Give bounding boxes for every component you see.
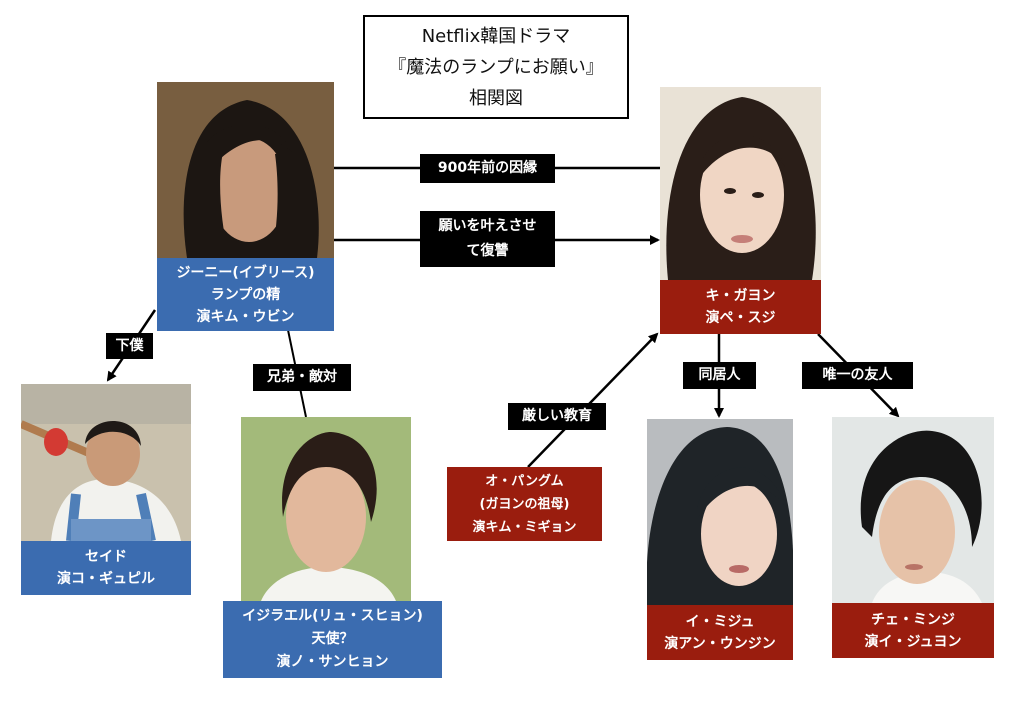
panggum-caption: オ・パングム (ガヨンの祖母) 演キム・ミギョン	[447, 467, 602, 541]
character-card-izrael: イジラエル(リュ・スヒョン) 天使？ 演ノ・サンヒョン	[223, 417, 442, 678]
relation-label-friend: 唯一の友人	[802, 362, 913, 389]
relation-label-education: 厳しい教育	[508, 403, 606, 430]
seid-name: セイド	[85, 549, 127, 565]
seid-photo	[21, 384, 191, 541]
miju-actor: 演アン・ウンジン	[664, 635, 776, 652]
genie-photo	[157, 82, 334, 258]
relation-label-servant: 下僕	[106, 333, 153, 359]
line-education-arrow	[527, 332, 659, 468]
character-card-genie: ジーニー(イブリース) ランプの精 演キム・ウビン	[157, 82, 334, 331]
relation-label-brothers: 兄弟・敵対	[253, 364, 351, 391]
izrael-photo	[241, 417, 411, 601]
izrael-actor: 演ノ・サンヒョン	[276, 654, 389, 670]
panggum-role: (ガヨンの祖母)	[479, 496, 570, 512]
gayoung-caption: キ・ガヨン 演ペ・スジ	[660, 280, 821, 334]
character-card-seid: セイド 演コ・ギュピル	[21, 384, 191, 595]
izrael-name: イジラエル(リュ・スヒョン)	[242, 608, 423, 624]
gayoung-name: キ・ガヨン	[705, 288, 776, 304]
panggum-actor: 演キム・ミギョン	[472, 519, 577, 535]
diagram-title: Netflix韓国ドラマ 『魔法のランプにお願い』 相関図	[363, 15, 629, 119]
genie-name: ジーニー(イブリース)	[176, 264, 315, 281]
title-line-2: 『魔法のランプにお願い』	[388, 56, 604, 78]
title-line-1: Netflix韓国ドラマ	[421, 25, 571, 47]
genie-caption: ジーニー(イブリース) ランプの精 演キム・ウビン	[157, 258, 334, 331]
izrael-role: 天使？	[311, 631, 354, 647]
minji-photo	[832, 417, 994, 603]
character-card-panggum: オ・パングム (ガヨンの祖母) 演キム・ミギョン	[447, 467, 602, 541]
relation-label-revenge: 願いを叶えさせ て復讐	[420, 211, 555, 267]
miju-name: イ・ミジュ	[685, 613, 755, 630]
genie-role: ランプの精	[210, 286, 281, 303]
character-card-gayoung: キ・ガヨン 演ペ・スジ	[660, 87, 821, 334]
izrael-caption: イジラエル(リュ・スヒョン) 天使？ 演ノ・サンヒョン	[223, 601, 442, 678]
miju-caption: イ・ミジュ 演アン・ウンジン	[647, 605, 793, 660]
character-card-miju: イ・ミジュ 演アン・ウンジン	[647, 419, 793, 660]
seid-actor: 演コ・ギュピル	[57, 571, 155, 587]
relation-label-fate: 900年前の因縁	[420, 154, 555, 183]
minji-actor: 演イ・ジュヨン	[864, 633, 962, 650]
gayoung-actor: 演ペ・スジ	[705, 310, 776, 326]
character-card-minji: チェ・ミンジ 演イ・ジュヨン	[832, 417, 994, 658]
miju-photo	[647, 419, 793, 605]
seid-caption: セイド 演コ・ギュピル	[21, 541, 191, 595]
title-line-3: 相関図	[469, 87, 523, 109]
panggum-name: オ・パングム	[485, 473, 564, 489]
genie-actor: 演キム・ウビン	[196, 308, 295, 325]
relation-label-roommate: 同居人	[683, 362, 756, 389]
minji-caption: チェ・ミンジ 演イ・ジュヨン	[832, 603, 994, 658]
gayoung-photo	[660, 87, 821, 280]
minji-name: チェ・ミンジ	[871, 611, 955, 628]
